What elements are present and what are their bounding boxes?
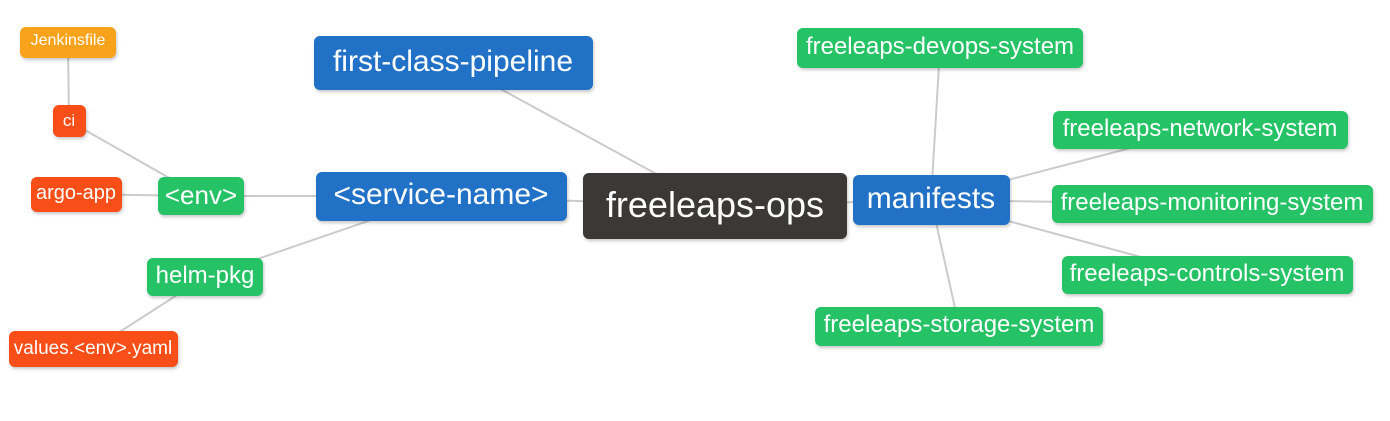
node-service-name[interactable]: <service-name> [315, 171, 567, 221]
node-label: helm-pkg [155, 262, 255, 289]
node-label: Jenkinsfile [30, 32, 106, 49]
node-freeleaps-ops[interactable]: freeleaps-ops [583, 173, 847, 239]
node-freeleaps-devops-system[interactable]: freeleaps-devops-system [797, 28, 1083, 68]
node-label: freeleaps-devops-system [805, 33, 1075, 60]
node-values-env-yaml[interactable]: values.<env>.yaml [8, 331, 178, 367]
node-freeleaps-network-system[interactable]: freeleaps-network-system [1052, 111, 1348, 149]
node-freeleaps-storage-system[interactable]: freeleaps-storage-system [815, 306, 1103, 346]
node-label: freeleaps-ops [605, 184, 825, 225]
node-helm-pkg[interactable]: helm-pkg [147, 258, 263, 296]
node-first-class-pipeline[interactable]: first-class-pipeline [313, 36, 593, 90]
node-freeleaps-monitoring-system[interactable]: freeleaps-monitoring-system [1051, 185, 1373, 223]
node-label: argo-app [35, 182, 117, 204]
node-env[interactable]: <env> [158, 177, 244, 215]
node-manifests[interactable]: manifests [852, 175, 1010, 225]
node-label: values.<env>.yaml [13, 337, 173, 359]
node-label: <env> [164, 180, 238, 210]
node-label: first-class-pipeline [332, 45, 574, 78]
node-label: ci [62, 110, 76, 130]
edge-manifests-freeleaps-devops-system [930, 47, 941, 201]
node-label: freeleaps-controls-system [1069, 260, 1345, 287]
node-label: <service-name> [333, 178, 549, 211]
node-label: manifests [866, 182, 996, 215]
node-argo-app[interactable]: argo-app [30, 176, 122, 212]
node-label: freeleaps-network-system [1062, 115, 1338, 142]
node-label: freeleaps-monitoring-system [1060, 189, 1364, 216]
node-label: freeleaps-storage-system [823, 311, 1095, 338]
node-jenkinsfile[interactable]: Jenkinsfile [20, 26, 116, 58]
node-ci[interactable]: ci [52, 105, 86, 137]
node-freeleaps-controls-system[interactable]: freeleaps-controls-system [1061, 256, 1353, 294]
